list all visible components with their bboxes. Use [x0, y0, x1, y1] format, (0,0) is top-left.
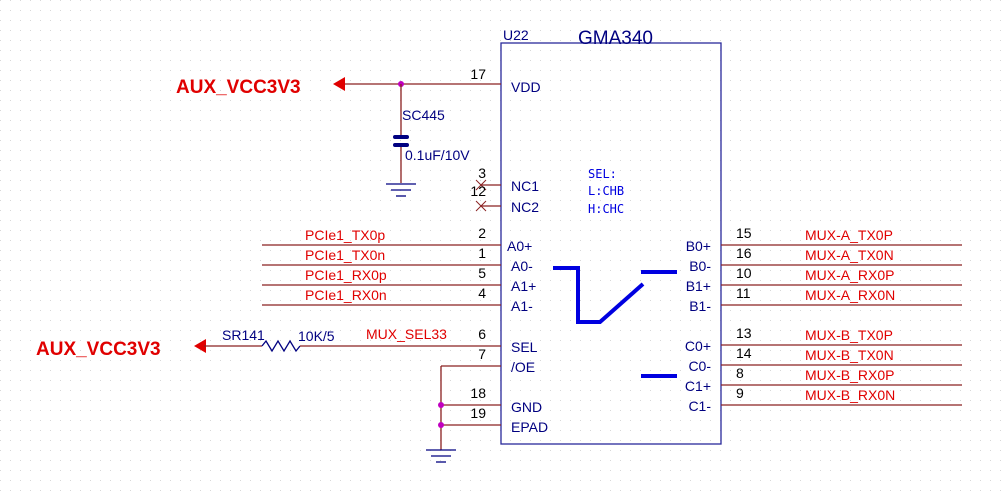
net-label: MUX-A_TX0P	[805, 227, 893, 243]
pin-name: C1-	[688, 398, 711, 414]
pin-number: 7	[478, 346, 486, 362]
part-name-label: GMA340	[578, 28, 653, 49]
pin-number: 14	[736, 345, 752, 361]
pin-name: VDD	[511, 79, 541, 95]
pin-name: SEL	[511, 339, 538, 355]
resistor-symbol	[261, 339, 301, 353]
pin-name: B0+	[686, 238, 711, 254]
net-label: MUX-B_RX0P	[805, 367, 894, 383]
pin-number: 2	[478, 225, 486, 241]
pin-number: 17	[470, 66, 486, 82]
pin-number: 10	[736, 265, 752, 281]
net-label: MUX-A_TX0N	[805, 247, 894, 263]
right-signal-wires	[721, 244, 962, 406]
resistor-refdes: SR141	[222, 327, 265, 343]
ic-body[interactable]	[500, 42, 722, 445]
sel-note-line1: SEL:	[588, 167, 617, 181]
ground-symbol-bottom	[426, 449, 456, 463]
pin-name: B1-	[689, 298, 711, 314]
sel-note-line3: H:CHC	[588, 202, 624, 216]
pin-number: 16	[736, 245, 752, 261]
capacitor-plate-bottom	[393, 143, 409, 147]
junction-dot	[438, 402, 444, 408]
sel-note-line2: L:CHB	[588, 184, 624, 198]
ground-symbol-cap	[386, 183, 416, 197]
pin-name: A0+	[507, 238, 532, 254]
net-label: PCIe1_RX0n	[305, 287, 387, 303]
net-label-mux-sel: MUX_SEL33	[366, 326, 447, 342]
net-label: MUX-A_RX0P	[805, 267, 894, 283]
pin-number: 6	[478, 326, 486, 342]
pin-number: 5	[478, 265, 486, 281]
pin-number: 18	[470, 385, 486, 401]
pin-name: NC2	[511, 199, 539, 215]
pin-name: A1-	[511, 298, 533, 314]
power-arrow-top	[333, 77, 345, 91]
pin-number: 1	[478, 245, 486, 261]
capacitor-plate-top	[393, 135, 409, 139]
net-label: MUX-A_RX0N	[805, 287, 895, 303]
pin-name: C0+	[685, 338, 711, 354]
refdes-label: U22	[503, 27, 529, 43]
junction-dot	[438, 422, 444, 428]
pin-name: EPAD	[511, 419, 548, 435]
pin-name: C0-	[688, 358, 711, 374]
power-label-top: AUX_VCC3V3	[176, 77, 301, 98]
power-label-bottom: AUX_VCC3V3	[36, 339, 161, 360]
pin-name: A1+	[511, 278, 536, 294]
mux-switch-sketch	[553, 266, 677, 378]
resistor-value: 10K/5	[298, 328, 335, 344]
pin-number: 19	[470, 405, 486, 421]
pin-name: B1+	[686, 278, 711, 294]
net-label: PCIe1_RX0p	[305, 267, 387, 283]
pin-number: 8	[736, 365, 744, 381]
pin-name: GND	[511, 399, 542, 415]
pin-name: C1+	[685, 378, 711, 394]
capacitor-refdes: SC445	[402, 107, 445, 123]
left-signal-wires	[262, 244, 501, 306]
net-label: MUX-B_RX0N	[805, 387, 895, 403]
net-label: MUX-B_TX0P	[805, 327, 893, 343]
power-arrow-bottom	[194, 339, 206, 353]
pin-number: 12	[470, 183, 486, 199]
capacitor-value: 0.1uF/10V	[405, 147, 470, 163]
net-label: PCIe1_TX0n	[305, 247, 385, 263]
net-label: PCIe1_TX0p	[305, 227, 385, 243]
pin-name: NC1	[511, 178, 539, 194]
pin-name: A0-	[511, 258, 533, 274]
pin-number: 9	[736, 385, 744, 401]
pin-name: /OE	[511, 359, 535, 375]
pin-number: 13	[736, 325, 752, 341]
pin-number: 3	[478, 165, 486, 181]
pin-name: B0-	[689, 258, 711, 274]
net-label: MUX-B_TX0N	[805, 347, 894, 363]
pin-number: 11	[736, 285, 751, 301]
pin-number: 15	[736, 225, 752, 241]
pin-number: 4	[478, 285, 486, 301]
